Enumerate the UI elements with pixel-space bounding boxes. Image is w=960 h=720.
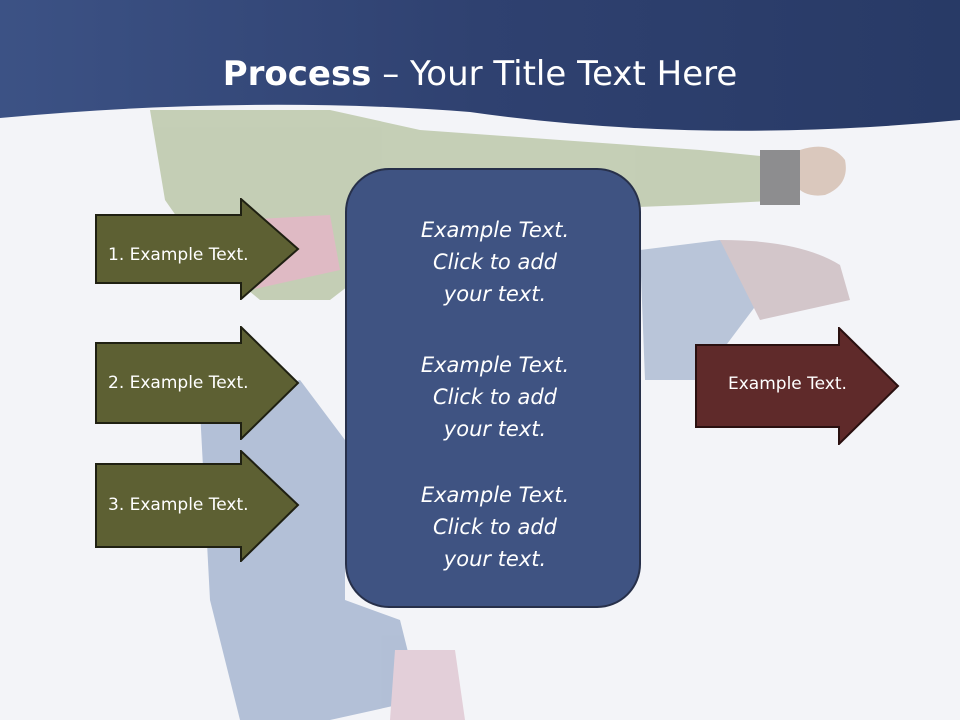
center-line: Click to add xyxy=(432,515,557,539)
input-arrow-1: 1. Example Text. xyxy=(95,198,300,300)
arrow-shape xyxy=(95,326,300,440)
slide-title: Process – Your Title Text Here xyxy=(0,52,960,96)
arrow-shape xyxy=(95,450,300,562)
output-arrow: Example Text. xyxy=(695,327,900,445)
center-line: Example Text. xyxy=(420,218,570,242)
input-arrow-3: 3. Example Text. xyxy=(95,450,300,562)
title-rest: – Your Title Text Here xyxy=(371,54,738,94)
title-bold: Process xyxy=(222,54,372,94)
center-line: your text. xyxy=(443,417,547,441)
center-line: Click to add xyxy=(432,385,557,409)
center-text-block-2: Example Text. Click to add your text. xyxy=(347,349,643,445)
center-line: your text. xyxy=(443,547,547,571)
arrow-shape xyxy=(695,327,900,445)
center-line: Click to add xyxy=(432,250,557,274)
input-arrow-label: 3. Example Text. xyxy=(108,495,249,515)
center-line: Example Text. xyxy=(420,353,570,377)
input-arrow-label: 1. Example Text. xyxy=(108,245,249,265)
center-text-block-1: Example Text. Click to add your text. xyxy=(347,214,643,310)
input-arrow-2: 2. Example Text. xyxy=(95,326,300,440)
output-arrow-label: Example Text. xyxy=(728,374,847,394)
arrow-shape xyxy=(95,198,300,300)
center-text-block-3: Example Text. Click to add your text. xyxy=(347,479,643,575)
center-line: your text. xyxy=(443,282,547,306)
center-process-box: Example Text. Click to add your text. Ex… xyxy=(345,168,641,608)
center-line: Example Text. xyxy=(420,483,570,507)
input-arrow-label: 2. Example Text. xyxy=(108,373,249,393)
